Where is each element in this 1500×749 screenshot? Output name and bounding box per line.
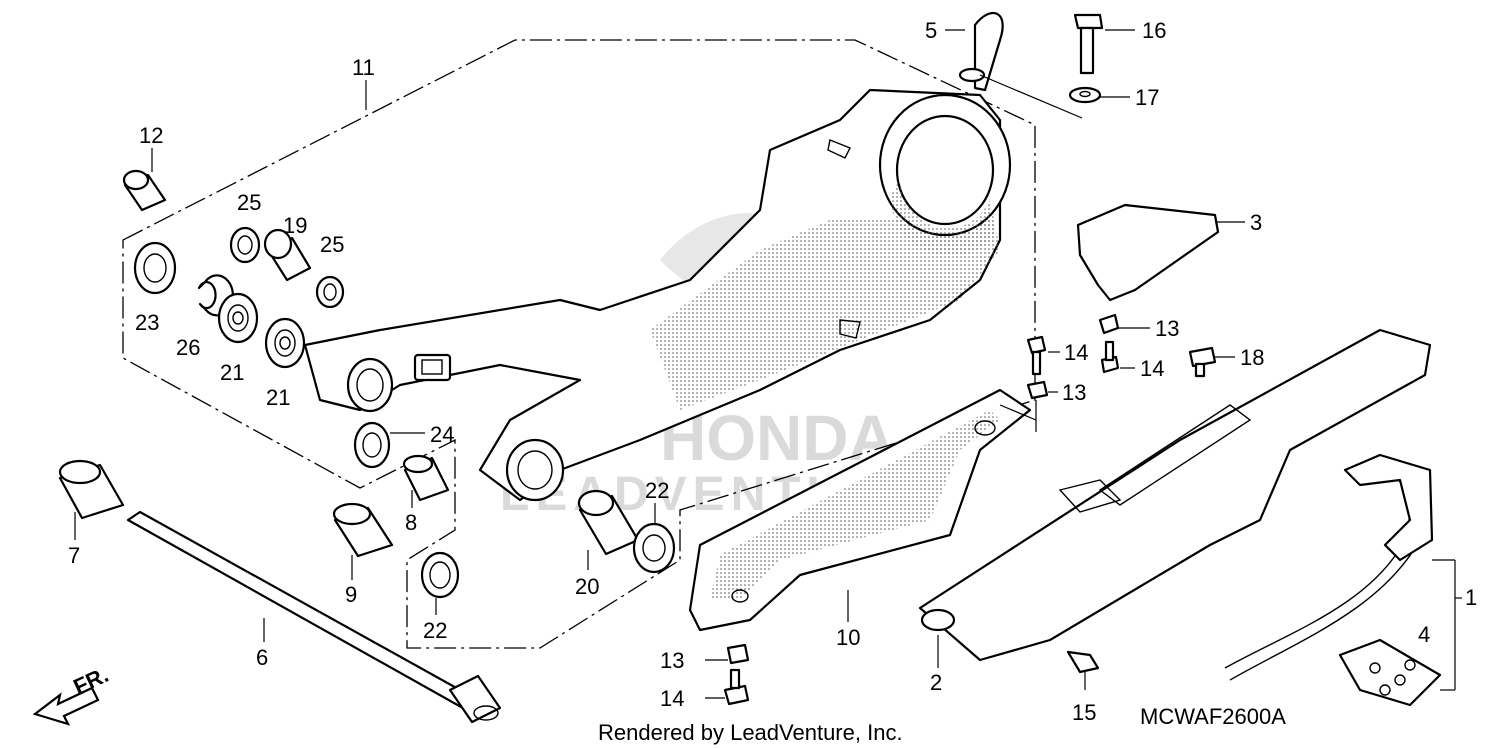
callout-14-a: 14	[1064, 340, 1088, 365]
swingarm-assembly-outline	[122, 39, 1036, 649]
needle-bearing-19	[263, 228, 312, 282]
dust-seal-25-lower	[315, 275, 345, 309]
chain-case-2	[918, 328, 1432, 662]
bolt-16	[1073, 13, 1104, 75]
callout-26: 26	[176, 335, 200, 360]
bolt-13-a	[1098, 313, 1120, 335]
callout-21-b: 21	[266, 385, 290, 410]
needle-bearing-20	[577, 489, 640, 556]
callout-23: 23	[135, 310, 159, 335]
pivot-shaft-6	[126, 510, 502, 724]
callout-25-b: 25	[320, 232, 344, 257]
chain-slider-10	[688, 388, 1032, 632]
bolt-14-c	[723, 668, 750, 706]
bolt-14-b	[1100, 340, 1120, 374]
heat-guard-3	[1076, 203, 1220, 302]
bolt-13-c	[726, 643, 750, 665]
callout-18: 18	[1240, 345, 1264, 370]
callout-2: 2	[930, 670, 942, 695]
callout-4: 4	[1418, 622, 1430, 647]
callout-21-a: 21	[220, 360, 244, 385]
callout-19: 19	[283, 213, 307, 238]
master-link-4	[1338, 638, 1442, 707]
oil-seal-24	[353, 421, 391, 469]
callout-17: 17	[1135, 85, 1159, 110]
callout-15: 15	[1072, 700, 1096, 725]
callout-13-a: 13	[1155, 316, 1179, 341]
diagram-code: MCWAF2600A	[1140, 704, 1286, 729]
washer-17	[1068, 86, 1102, 104]
screw-15	[1066, 650, 1100, 674]
callout-6: 6	[256, 645, 268, 670]
callout-16: 16	[1142, 18, 1166, 43]
callout-22-a: 22	[645, 478, 669, 503]
callout-1: 1	[1465, 585, 1477, 610]
callout-20: 20	[575, 574, 599, 599]
callout-14-c: 14	[660, 686, 684, 711]
oil-seal-22-lower	[420, 551, 460, 599]
drive-chain-1	[1224, 453, 1434, 681]
ball-bearing-21-a	[217, 292, 259, 344]
bolt-13-b	[1026, 380, 1049, 400]
pin-5	[958, 12, 1004, 92]
collar-8	[402, 454, 450, 502]
oil-seal-23	[133, 241, 177, 295]
callout-9: 9	[345, 582, 357, 607]
callout-25-a: 25	[237, 190, 261, 215]
callout-8: 8	[405, 510, 417, 535]
callout-labels: 1 2 3 4 5 6 7 8 9 10 11 12 13 13 13 14 1…	[68, 18, 1477, 725]
collar-9	[332, 502, 394, 558]
collar-7	[58, 459, 125, 520]
callout-22-b: 22	[423, 618, 447, 643]
callout-10: 10	[836, 625, 860, 650]
oil-seal-22-upper	[632, 522, 676, 574]
callout-14-b: 14	[1140, 356, 1164, 381]
grommet-18	[1188, 346, 1217, 378]
direction-label: FR.	[70, 662, 113, 700]
callout-5: 5	[925, 18, 937, 43]
callout-3: 3	[1250, 210, 1262, 235]
swingarm	[303, 88, 1012, 502]
leader-lines	[74, 29, 1462, 699]
callout-24: 24	[430, 422, 454, 447]
footer-credit: Rendered by LeadVenture, Inc.	[598, 720, 903, 745]
callout-13-b: 13	[1062, 380, 1086, 405]
callout-11: 11	[352, 55, 375, 80]
callout-7: 7	[68, 543, 80, 568]
dust-seal-25-upper	[229, 226, 261, 264]
callout-12: 12	[139, 123, 163, 148]
bolt-14-a	[1026, 335, 1047, 376]
front-direction-arrow: FR.	[32, 662, 113, 726]
pivot-collar-12	[122, 169, 167, 212]
ball-bearing-21-b	[264, 317, 306, 369]
callout-13-c: 13	[660, 648, 684, 673]
